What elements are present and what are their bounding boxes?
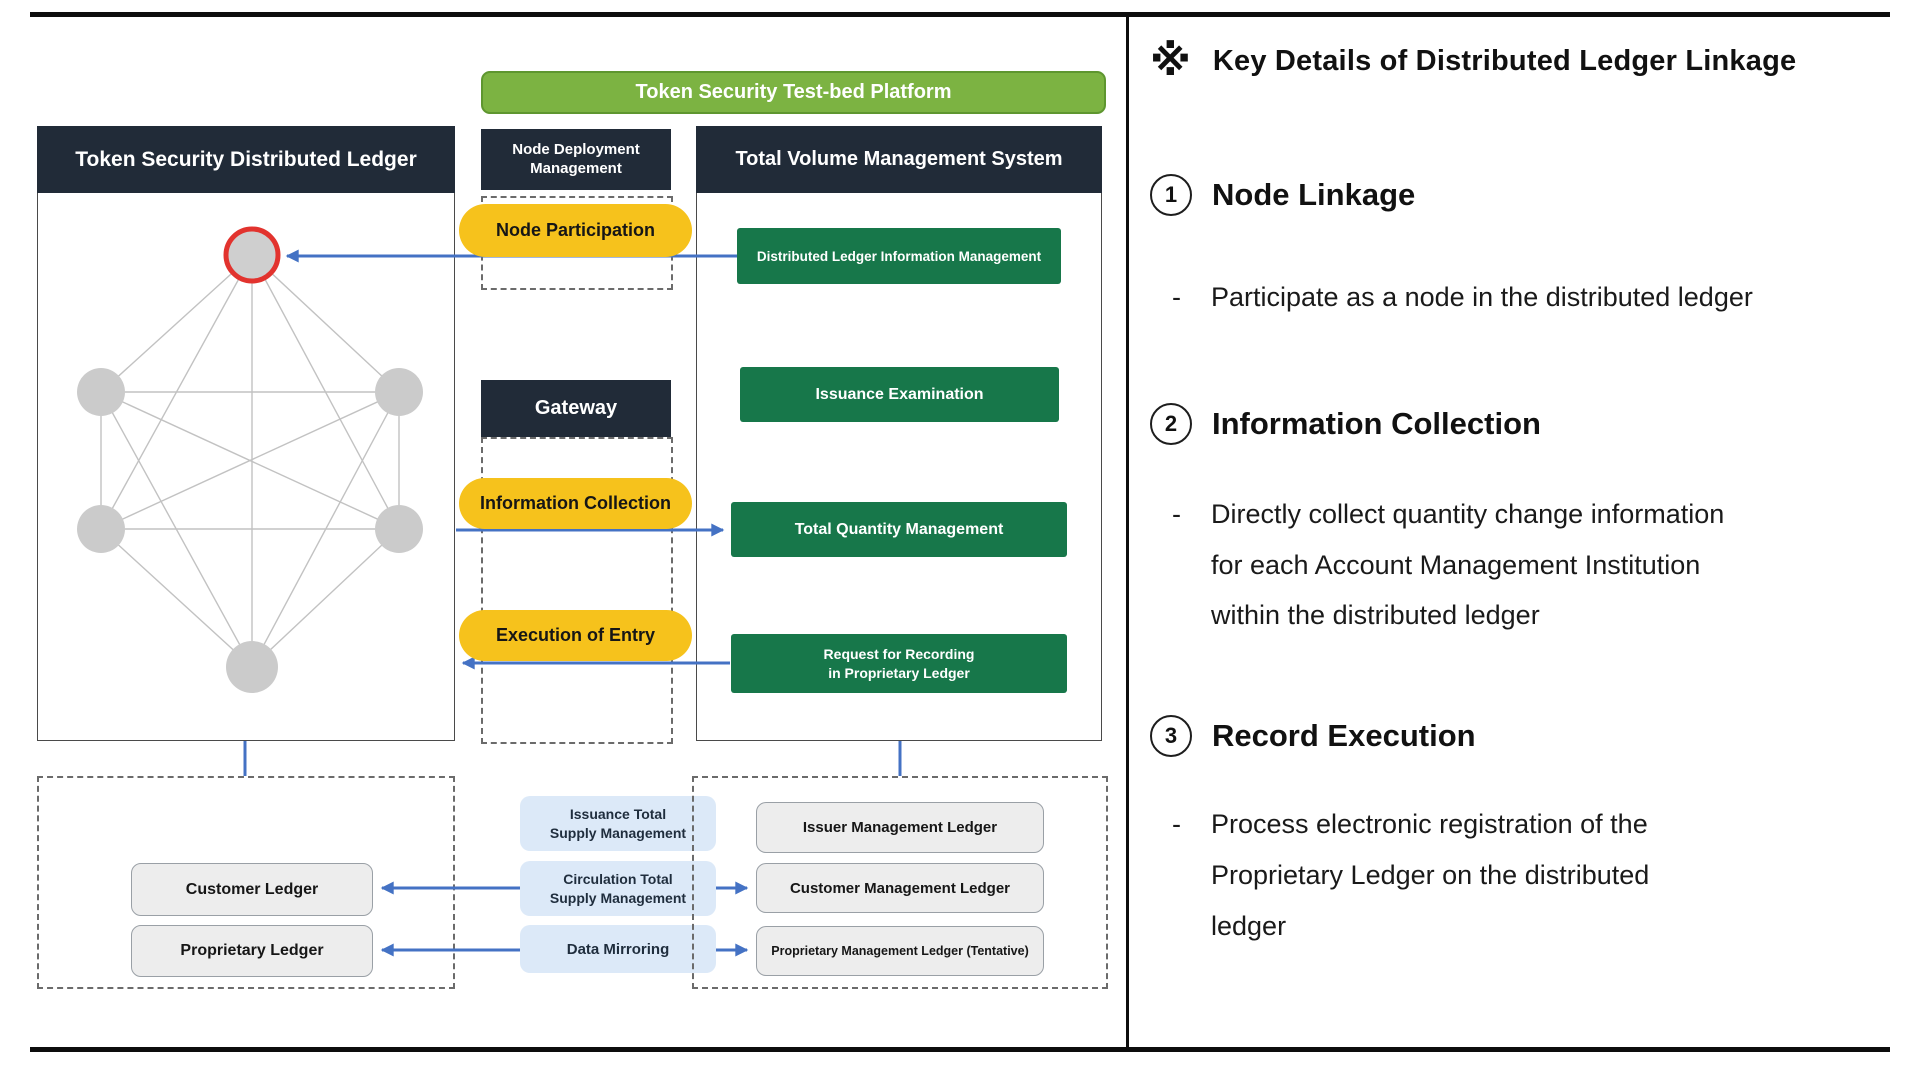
top-rule	[30, 12, 1890, 17]
gateway-dashed-area	[481, 437, 673, 744]
volume-item-ledger-info: Distributed Ledger Information Managemen…	[737, 228, 1061, 284]
volume-item-total-quantity: Total Quantity Management	[731, 502, 1067, 557]
ledger-box: Token Security Distributed Ledger	[37, 126, 455, 741]
bullet-text: Participate as a node in the distributed…	[1211, 282, 1753, 312]
bottom-left-group	[37, 776, 455, 989]
bullet-node-linkage: - Participate as a node in the distribut…	[1150, 272, 1890, 323]
bullet-dash: -	[1172, 282, 1181, 312]
volume-box-header: Total Volume Management System	[696, 126, 1102, 193]
circled-number-3: 3	[1150, 715, 1192, 757]
platform-banner: Token Security Test-bed Platform	[481, 71, 1106, 114]
volume-box-title: Total Volume Management System	[735, 148, 1063, 170]
key-details-panel: ※ Key Details of Distributed Ledger Link…	[1150, 40, 1890, 951]
bottom-rule	[30, 1047, 1890, 1052]
section-node-linkage: 1 Node Linkage	[1150, 174, 1890, 216]
gateway-box: Gateway	[481, 380, 671, 437]
vertical-divider	[1126, 12, 1129, 1052]
circled-number-2: 2	[1150, 402, 1192, 445]
issuance-supply-chip: Issuance Total Supply Management	[520, 796, 716, 851]
volume-item-issuance-examination: Issuance Examination	[740, 367, 1059, 422]
bullet-record-execution: - Process electronic registration of the…	[1150, 799, 1890, 951]
gateway-label: Gateway	[534, 397, 618, 419]
node	[375, 368, 423, 416]
circulation-supply-chip: Circulation Total Supply Management	[520, 861, 716, 916]
node	[226, 641, 278, 693]
panel-title: Key Details of Distributed Ledger Linkag…	[1212, 44, 1797, 77]
platform-banner-label: Token Security Test-bed Platform	[635, 81, 952, 103]
execution-of-entry-pill: Execution of Entry	[459, 610, 692, 661]
section-heading: Node Linkage	[1212, 177, 1416, 212]
node-deployment-box: Node Deployment Management	[481, 129, 671, 190]
proprietary-management-ledger-pill: Proprietary Management Ledger (Tentative…	[756, 926, 1044, 976]
section-heading: Record Execution	[1212, 718, 1476, 753]
volume-item-recording-request: Request for Recording in Proprietary Led…	[731, 634, 1067, 693]
section-heading: Information Collection	[1212, 405, 1541, 441]
execution-of-entry-label: Execution of Entry	[495, 625, 656, 645]
section-record-execution: 3 Record Execution	[1150, 715, 1890, 757]
information-collection-label: Information Collection	[480, 493, 671, 513]
node-participation-pill: Node Participation	[459, 204, 692, 257]
network-graph	[77, 226, 423, 693]
ledger-box-header: Token Security Distributed Ledger	[37, 126, 455, 193]
bottom-right-group	[692, 776, 1108, 989]
bullet-dash: -	[1172, 498, 1181, 529]
data-mirroring-chip: Data Mirroring	[520, 925, 716, 973]
customer-ledger-pill: Customer Ledger	[131, 863, 373, 916]
ledger-box-title: Token Security Distributed Ledger	[75, 147, 417, 171]
section-information-collection: 2 Information Collection	[1150, 402, 1890, 445]
circled-number-1: 1	[1150, 174, 1192, 216]
information-collection-pill: Information Collection	[459, 478, 692, 529]
node	[77, 368, 125, 416]
panel-title-row: ※ Key Details of Distributed Ledger Link…	[1150, 40, 1890, 82]
active-node	[223, 226, 281, 284]
node	[375, 505, 423, 553]
customer-management-ledger-pill: Customer Management Ledger	[756, 863, 1044, 913]
bullet-text: Process electronic registration of the P…	[1211, 809, 1650, 941]
node-participation-label: Node Participation	[495, 220, 656, 240]
issuer-management-ledger-pill: Issuer Management Ledger	[756, 802, 1044, 853]
proprietary-ledger-pill: Proprietary Ledger	[131, 925, 373, 977]
bullet-text: Directly collect quantity change informa…	[1211, 498, 1725, 631]
node	[77, 505, 125, 553]
bullet-dash: -	[1172, 809, 1181, 839]
reference-mark: ※	[1150, 37, 1191, 84]
bullet-information-collection: - Directly collect quantity change infor…	[1150, 489, 1890, 641]
network-edges	[100, 254, 400, 668]
